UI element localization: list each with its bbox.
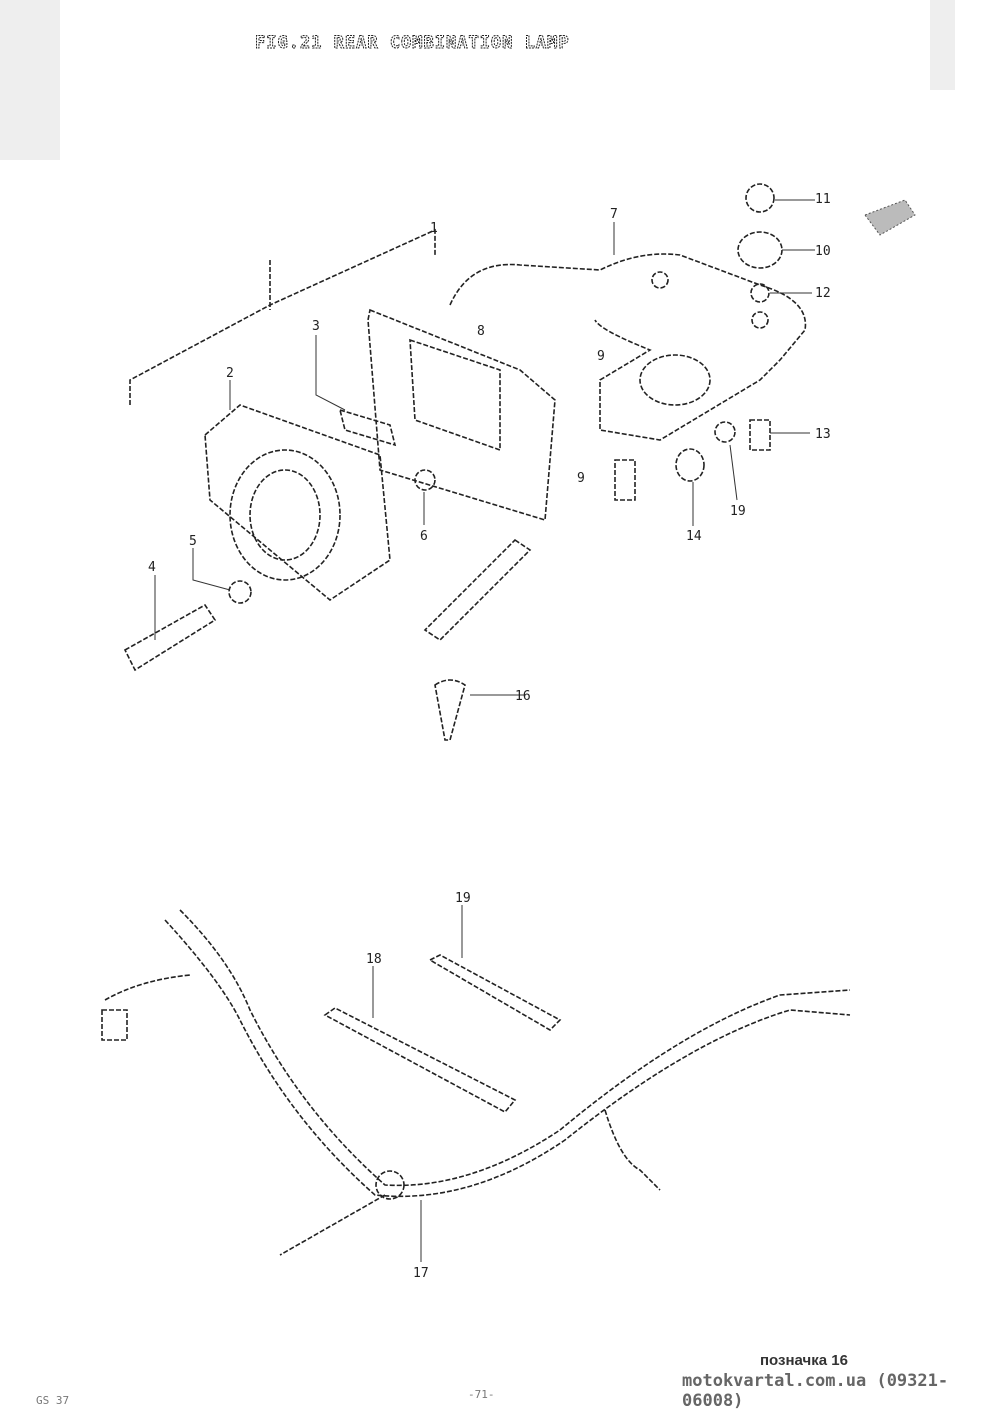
part-label: 14 (686, 529, 702, 544)
part-label: 4 (148, 560, 156, 575)
part-label: 2 (226, 366, 234, 381)
part-label: 5 (189, 534, 197, 549)
part-label: 16 (515, 689, 531, 704)
marking-label: позначка 16 (760, 1352, 848, 1369)
part-label: 18 (366, 952, 382, 967)
page-number: -71- (468, 1388, 495, 1401)
part-label: 6 (420, 529, 428, 544)
leader-lines (154, 199, 815, 1262)
part-label: 11 (815, 192, 831, 207)
part-label: 9 (597, 349, 605, 364)
part-label: 3 (312, 319, 320, 334)
figure-title: FIG.21 REAR COMBINATION LAMP (255, 33, 570, 53)
part-label: 1 (430, 221, 438, 236)
part-label: 7 (610, 207, 618, 222)
part-numbers: 1 2 3 4 5 6 7 8 9 9 10 11 12 13 14 19 16… (148, 192, 831, 1281)
watermark-site: motokvartal.com.ua (09321-06008) (682, 1371, 949, 1411)
wiring-harness (101, 909, 851, 1256)
part-label: 17 (413, 1266, 429, 1281)
bracket (449, 183, 916, 501)
part-label: 19 (730, 504, 746, 519)
part-label: 10 (815, 244, 831, 259)
model-code: GS 37 (36, 1394, 70, 1407)
part-label: 12 (815, 286, 831, 301)
lens-assembly (123, 228, 556, 741)
part-label: 9 (577, 471, 585, 486)
part-label: 13 (815, 427, 831, 442)
header-noise (0, 0, 955, 160)
part-label: 19 (455, 891, 471, 906)
part-label: 8 (477, 324, 485, 339)
